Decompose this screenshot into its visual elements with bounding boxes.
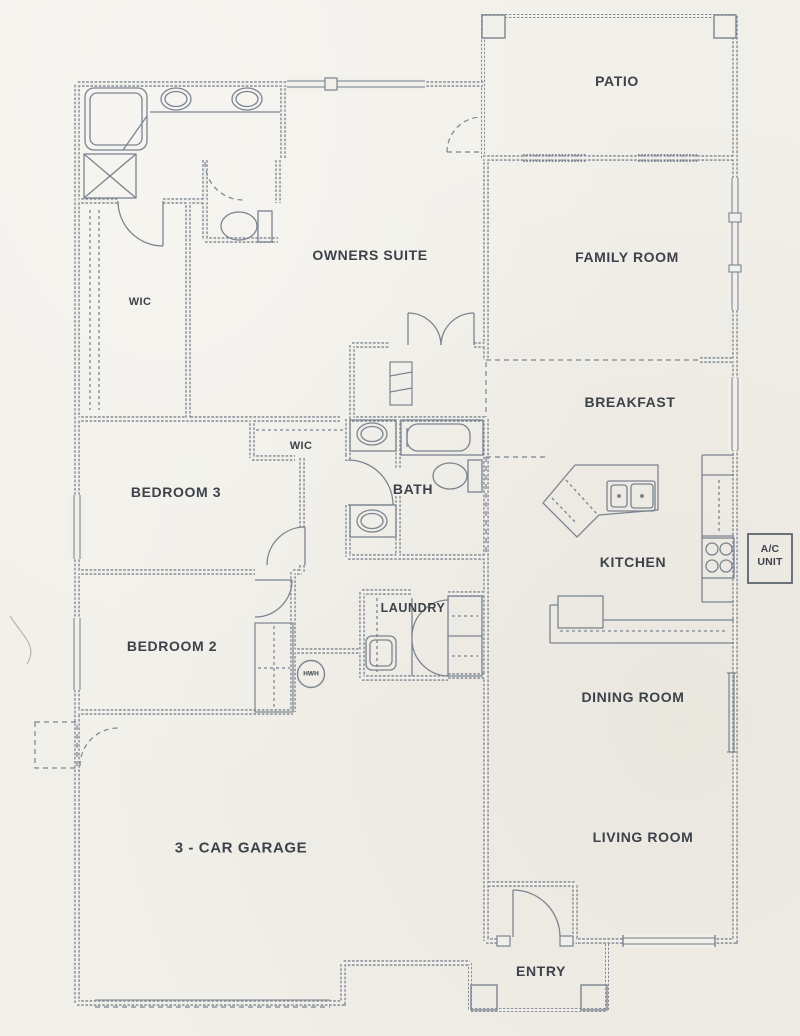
- room-label-wic-hall: WIC: [289, 440, 313, 452]
- laundry-fixtures: [365, 595, 483, 677]
- pencil-mark: [9, 615, 32, 665]
- ac-unit-box: [747, 533, 793, 584]
- master-bath-fixtures: [83, 87, 280, 410]
- room-label-laundry: LAUNDRY: [380, 601, 446, 615]
- patio-and-porch-walls: [468, 14, 735, 1012]
- room-label-owners-suite: OWNERS SUITE: [312, 247, 428, 263]
- label-ac-line2: UNIT: [757, 555, 783, 568]
- kitchen-island: [542, 464, 659, 538]
- bedroom2-closet: [254, 622, 294, 713]
- sink: [356, 509, 388, 533]
- room-label-kitchen: KITCHEN: [599, 554, 667, 570]
- kitchen-counter-right: [701, 454, 734, 603]
- sink: [356, 422, 388, 446]
- room-label-bath: BATH: [392, 481, 434, 497]
- laundry-sink: [365, 635, 397, 671]
- toilet: [432, 459, 483, 493]
- vanity-counter: [349, 419, 397, 452]
- hall-bath-fixtures: [256, 419, 484, 538]
- label-water-heater: HWH: [303, 670, 319, 678]
- dashed-openings: [34, 116, 700, 1008]
- room-label-wic-master: WIC: [128, 296, 152, 308]
- kitchen-counter-bottom: [549, 595, 734, 644]
- porch-columns: [470, 984, 608, 1011]
- label-ac-line1: A/C: [760, 542, 780, 555]
- exterior-and-interior-walls: [74, 16, 738, 1006]
- kitchen-sink: [606, 480, 656, 512]
- sink: [160, 87, 192, 111]
- linen-cabinet: [83, 153, 137, 199]
- room-label-bedroom-2: BEDROOM 2: [126, 638, 218, 654]
- toilet: [220, 210, 273, 243]
- room-label-bedroom-3: BEDROOM 3: [130, 484, 222, 500]
- room-label-family-room: FAMILY ROOM: [575, 249, 679, 265]
- range-cooktop: [701, 537, 735, 579]
- patio-posts: [481, 14, 737, 39]
- dishwasher: [557, 595, 604, 629]
- kitchen-fixtures: [542, 454, 735, 644]
- water-heater: [296, 659, 326, 689]
- room-label-entry: ENTRY: [516, 963, 566, 979]
- doors: [117, 200, 574, 947]
- room-label-breakfast: BREAKFAST: [584, 394, 676, 410]
- hall-linen-closet: [389, 361, 413, 406]
- washer-dryer: [447, 595, 483, 677]
- bathtub: [400, 419, 484, 456]
- room-label-patio: PATIO: [595, 73, 639, 89]
- room-label-dining-room: DINING ROOM: [581, 689, 685, 705]
- vanity-counter: [349, 504, 397, 538]
- closet-shelving: [89, 210, 100, 410]
- room-label-garage: 3 - CAR GARAGE: [174, 839, 308, 857]
- sink: [231, 87, 263, 111]
- shower: [84, 87, 148, 151]
- windows: [70, 77, 742, 948]
- room-label-living-room: LIVING ROOM: [592, 829, 694, 845]
